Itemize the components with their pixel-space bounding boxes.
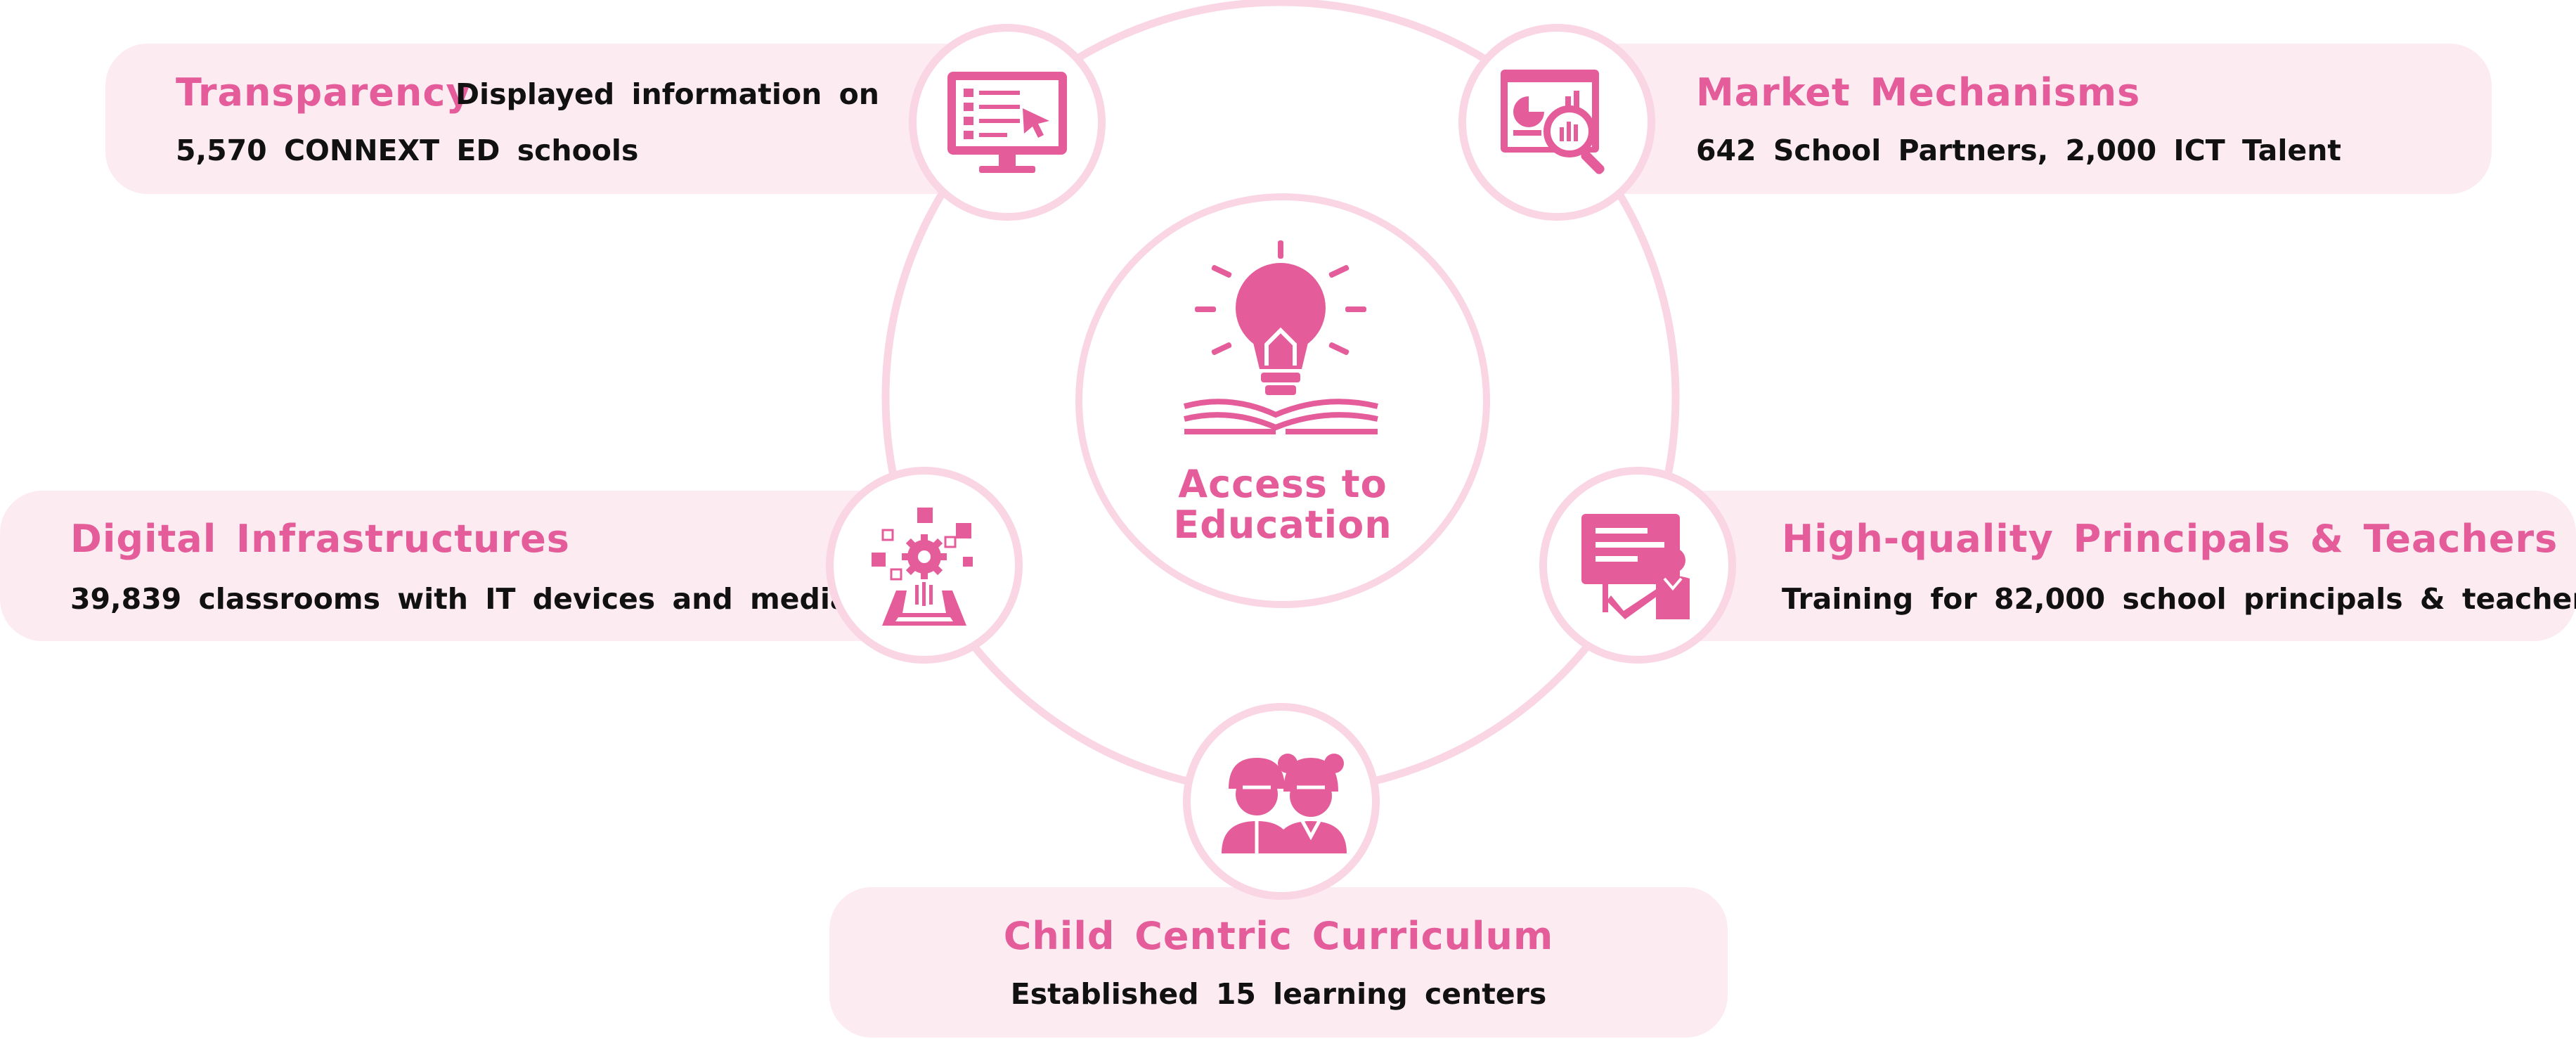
- digital-card: [0, 491, 921, 641]
- students-icon: [1222, 754, 1347, 853]
- teachers-node: [1539, 467, 1736, 664]
- digital-node: [826, 467, 1023, 664]
- report-magnifier-icon: [1501, 70, 1605, 174]
- market-title: Market Mechanisms: [1696, 70, 2141, 115]
- center-line2: Education: [1173, 503, 1392, 547]
- transparency-desc-line2: 5,570 CONNEXT ED schools: [176, 134, 639, 167]
- access-to-education-label: Access to Education: [1142, 464, 1423, 546]
- child-title: Child Centric Curriculum: [1003, 914, 1554, 958]
- teacher-board-icon: [1581, 514, 1690, 619]
- gear-tablet-icon: [872, 508, 973, 626]
- transparency-title: Transparency: [176, 70, 472, 115]
- transparency-card: [105, 44, 991, 194]
- market-desc: 642 School Partners, 2,000 ICT Talent: [1696, 134, 2341, 167]
- child-desc: Established 15 learning centers: [1010, 977, 1547, 1011]
- transparency-node: [909, 24, 1106, 221]
- access-to-education-hub: [1075, 193, 1490, 608]
- center-line1: Access to: [1178, 462, 1387, 506]
- child-card: [829, 887, 1728, 1038]
- teachers-card: [1638, 491, 2576, 641]
- market-card: [1567, 44, 2492, 194]
- teachers-desc: Training for 82,000 school principals & …: [1782, 582, 2576, 616]
- transparency-desc-line1: Displayed information on: [455, 77, 879, 111]
- digital-title: Digital Infrastructures: [70, 517, 570, 561]
- child-node: [1183, 703, 1380, 900]
- monitor-checklist-icon: [947, 72, 1067, 173]
- market-node: [1458, 24, 1655, 221]
- teachers-title: High-quality Principals & Teachers: [1782, 517, 2558, 561]
- digital-desc: 39,839 classrooms with IT devices and me…: [70, 582, 850, 616]
